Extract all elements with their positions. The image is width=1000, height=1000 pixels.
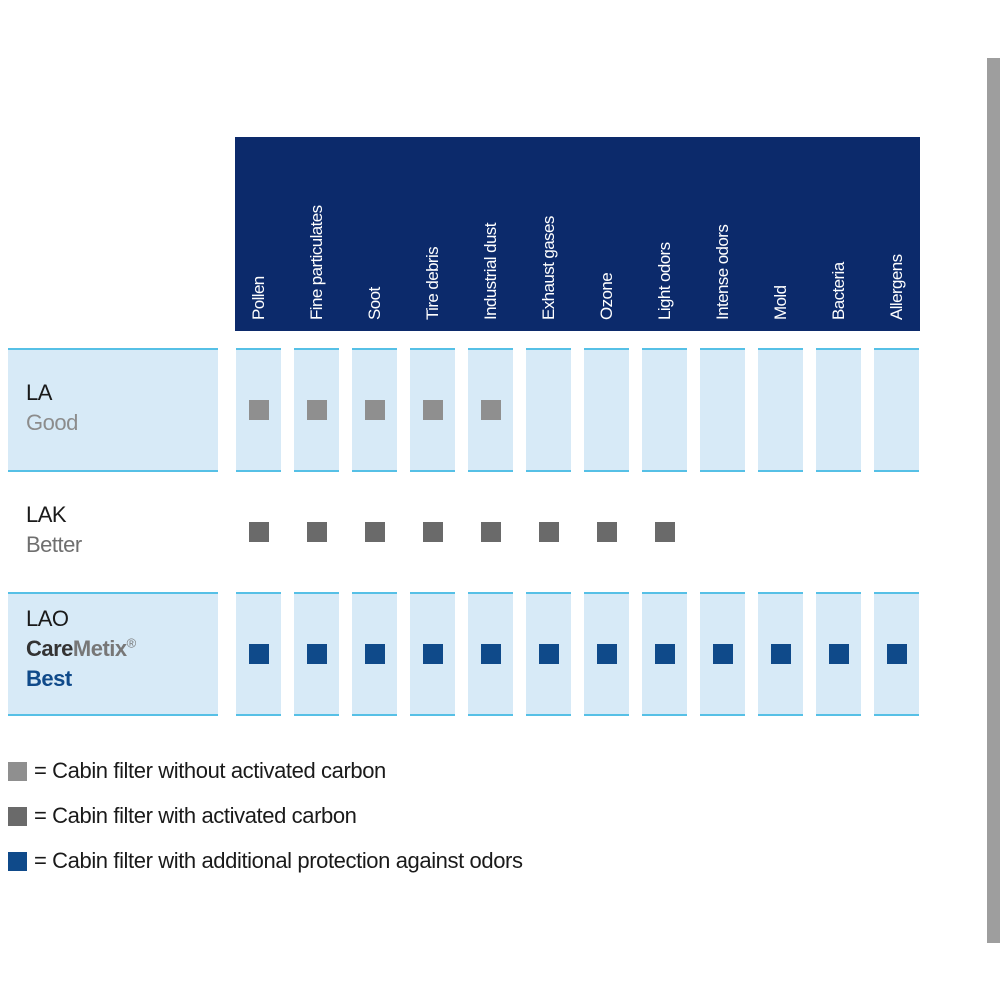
column-header: Pollen [248, 276, 268, 320]
product-level: Better [26, 532, 82, 557]
row-label-cell [8, 348, 218, 472]
column-header: Intense odors [712, 224, 732, 320]
column-header: Tire debris [422, 246, 442, 320]
product-brand: CareMetix® [26, 634, 136, 664]
coverage-marker [364, 644, 385, 664]
coverage-marker [248, 400, 269, 420]
row-label-cell [8, 592, 218, 716]
legend-text: = Cabin filter with activated carbon [34, 803, 357, 828]
coverage-marker [538, 644, 559, 664]
grid-cell [584, 348, 629, 472]
coverage-marker [422, 522, 443, 542]
product-code: LA [26, 380, 52, 405]
coverage-marker [596, 644, 617, 664]
column-header: Ozone [596, 272, 616, 320]
coverage-marker [364, 522, 385, 542]
registered-mark: ® [126, 635, 137, 651]
grid-cell [700, 592, 745, 716]
brand-care: Care [26, 636, 73, 661]
legend-swatch [8, 852, 27, 871]
column-header: Industrial dust [480, 223, 500, 320]
coverage-marker [828, 644, 849, 664]
coverage-marker [480, 644, 501, 664]
grid-cell [874, 348, 919, 472]
column-header: Bacteria [828, 262, 848, 320]
column-header: Exhaust gases [538, 216, 558, 320]
grid-cell [526, 348, 571, 472]
coverage-marker [538, 522, 559, 542]
coverage-marker [480, 400, 501, 420]
coverage-marker [364, 400, 385, 420]
coverage-marker [248, 644, 269, 664]
column-header: Fine particulates [306, 205, 326, 320]
coverage-marker [654, 644, 675, 664]
coverage-marker [422, 400, 443, 420]
grid-cell [816, 348, 861, 472]
coverage-marker [248, 522, 269, 542]
coverage-marker [770, 644, 791, 664]
column-header: Light odors [654, 242, 674, 320]
coverage-marker [712, 644, 733, 664]
coverage-marker [654, 522, 675, 542]
column-header: Mold [770, 285, 790, 320]
brand-metix: Metix [72, 636, 127, 661]
coverage-marker [306, 400, 327, 420]
column-header: Soot [364, 287, 384, 320]
coverage-marker [422, 644, 443, 664]
product-level: Good [26, 410, 78, 435]
legend-swatch [8, 762, 27, 781]
right-edge-rule [987, 58, 1000, 943]
product-code: LAK [26, 502, 67, 527]
product-level: Best [26, 666, 72, 691]
coverage-marker [306, 644, 327, 664]
legend-text: = Cabin filter with additional protectio… [34, 848, 523, 873]
grid-cell [758, 348, 803, 472]
legend-text: = Cabin filter without activated carbon [34, 758, 386, 783]
header-bar [235, 137, 920, 331]
grid-cell [642, 348, 687, 472]
coverage-marker [480, 522, 501, 542]
column-header: Allergens [886, 254, 906, 320]
coverage-marker [886, 644, 907, 664]
coverage-marker [596, 522, 617, 542]
grid-cell [700, 348, 745, 472]
coverage-marker [306, 522, 327, 542]
legend-swatch [8, 807, 27, 826]
product-code: LAO [26, 606, 69, 631]
